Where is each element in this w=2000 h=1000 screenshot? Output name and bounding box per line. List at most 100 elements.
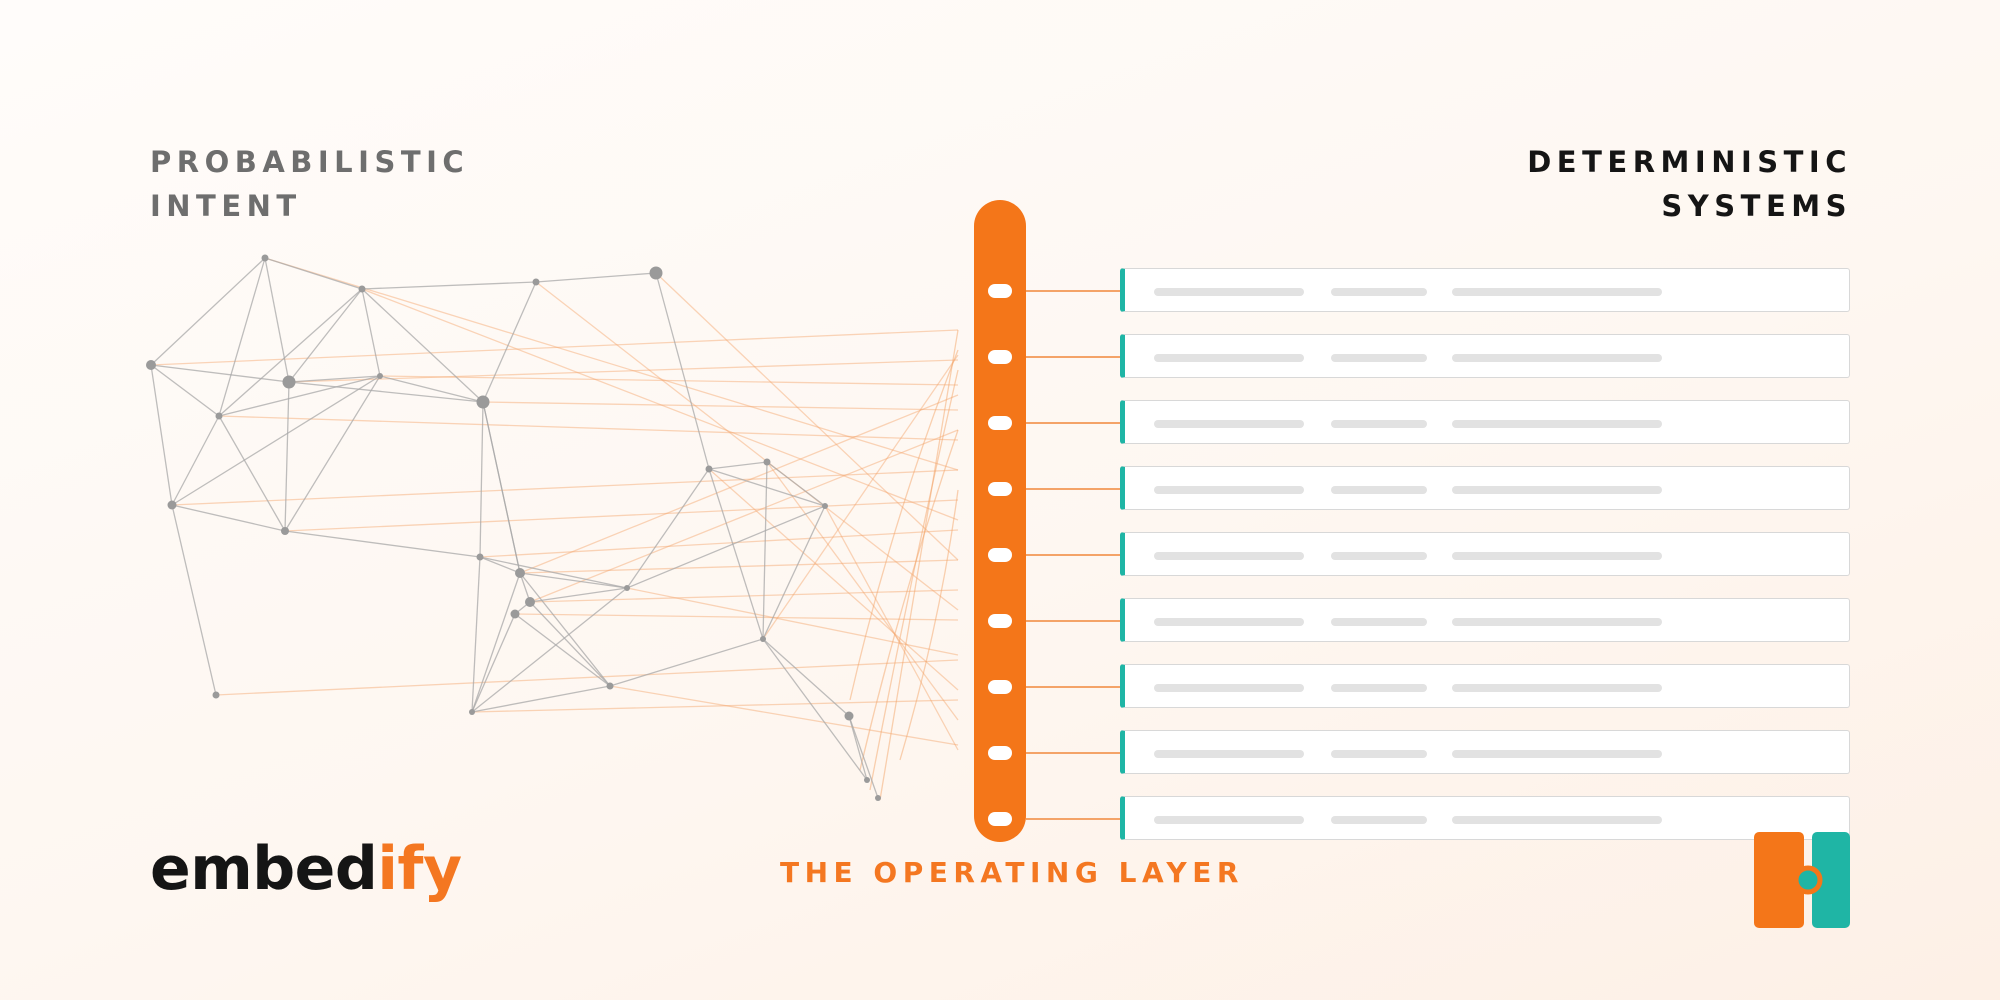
network-node	[606, 682, 614, 690]
row-connector	[1026, 818, 1120, 820]
placeholder-bar	[1154, 816, 1304, 824]
network-node	[212, 691, 220, 699]
layer-slot	[988, 746, 1012, 760]
network-edge	[288, 381, 484, 403]
brand-mark-ring-center	[1801, 873, 1815, 887]
network-edge	[762, 638, 868, 781]
intent-flow-curve	[859, 429, 959, 771]
intent-flow-curve	[879, 329, 959, 801]
network-edge	[482, 401, 521, 574]
intent-flow-line	[708, 468, 959, 691]
network-node	[377, 373, 383, 379]
logo-text-ify: ify	[377, 834, 462, 904]
left-heading-line2: INTENT	[150, 189, 302, 223]
network-edge	[379, 375, 484, 403]
row-connector	[1026, 620, 1120, 622]
network-node	[476, 553, 484, 561]
system-row	[1120, 268, 1850, 312]
layer-slot	[988, 482, 1012, 496]
intent-flow-line	[171, 469, 959, 506]
row-connector	[1026, 422, 1120, 424]
intent-flow-line	[482, 401, 959, 411]
network-node	[469, 709, 475, 715]
network-node	[760, 636, 766, 642]
placeholder-bar	[1154, 552, 1304, 560]
network-node	[215, 412, 223, 420]
placeholder-bar	[1331, 486, 1427, 494]
network-edge	[471, 685, 611, 713]
right-heading-line1: DETERMINISTIC	[1527, 145, 1852, 179]
row-connector	[1026, 554, 1120, 556]
network-edge	[264, 257, 363, 290]
layer-slot	[988, 548, 1012, 562]
brand-mark-orange-block	[1754, 832, 1804, 928]
network-node	[510, 609, 520, 619]
network-edge	[361, 288, 381, 377]
network-edge	[626, 468, 710, 589]
placeholder-bar	[1331, 354, 1427, 362]
layer-slot	[988, 614, 1012, 628]
left-heading-line1: PROBABILISTIC	[150, 145, 470, 179]
network-edge	[519, 572, 531, 603]
network-edge	[514, 613, 611, 687]
placeholder-bar	[1154, 420, 1304, 428]
network-edge	[626, 505, 826, 589]
network-edge	[471, 572, 521, 713]
network-edge	[655, 272, 710, 470]
placeholder-bar	[1154, 486, 1304, 494]
network-edge	[479, 401, 484, 558]
network-node	[763, 458, 771, 466]
network-edge	[264, 257, 290, 383]
intent-flow-line	[284, 499, 959, 532]
network-edge	[171, 375, 381, 506]
placeholder-bar	[1331, 288, 1427, 296]
intent-flow-line	[529, 589, 959, 603]
network-node	[624, 585, 630, 591]
brand-mark-teal-block	[1812, 832, 1850, 928]
placeholder-bar	[1452, 552, 1662, 560]
system-row	[1120, 730, 1850, 774]
placeholder-bar	[1154, 354, 1304, 362]
network-edge	[218, 375, 381, 417]
layer-slot	[988, 284, 1012, 298]
placeholder-bar	[1452, 750, 1662, 758]
placeholder-bar	[1331, 816, 1427, 824]
system-row	[1120, 664, 1850, 708]
intent-flow-line	[361, 288, 959, 521]
network-edge	[519, 572, 611, 687]
placeholder-bar	[1452, 420, 1662, 428]
network-edge	[218, 257, 266, 417]
intent-flow-curve	[869, 369, 959, 791]
row-connector	[1026, 356, 1120, 358]
row-connector	[1026, 290, 1120, 292]
network-edge	[519, 572, 628, 589]
network-edge	[288, 288, 363, 383]
intent-flow-line	[655, 272, 959, 561]
orange-edge-group	[150, 257, 959, 801]
network-node	[532, 278, 540, 286]
placeholder-bar	[1331, 684, 1427, 692]
intent-flow-line	[150, 329, 959, 366]
network-node	[515, 568, 525, 578]
probabilistic-intent-heading: PROBABILISTIC INTENT	[150, 140, 469, 228]
intent-flow-line	[609, 685, 959, 746]
intent-flow-line	[762, 354, 959, 640]
network-edge	[218, 288, 363, 417]
network-edge	[848, 715, 868, 781]
system-row	[1120, 400, 1850, 444]
intent-flow-line	[529, 429, 959, 603]
system-row	[1120, 466, 1850, 510]
network-edge	[762, 638, 850, 717]
placeholder-bar	[1452, 486, 1662, 494]
intent-flow-line	[535, 281, 959, 611]
system-row	[1120, 334, 1850, 378]
system-row	[1120, 796, 1850, 840]
network-edge	[171, 415, 220, 506]
placeholder-bar	[1331, 750, 1427, 758]
network-edge	[288, 375, 381, 383]
network-node	[649, 266, 663, 280]
intent-flow-line	[626, 587, 959, 656]
placeholder-bar	[1331, 618, 1427, 626]
row-connector	[1026, 488, 1120, 490]
